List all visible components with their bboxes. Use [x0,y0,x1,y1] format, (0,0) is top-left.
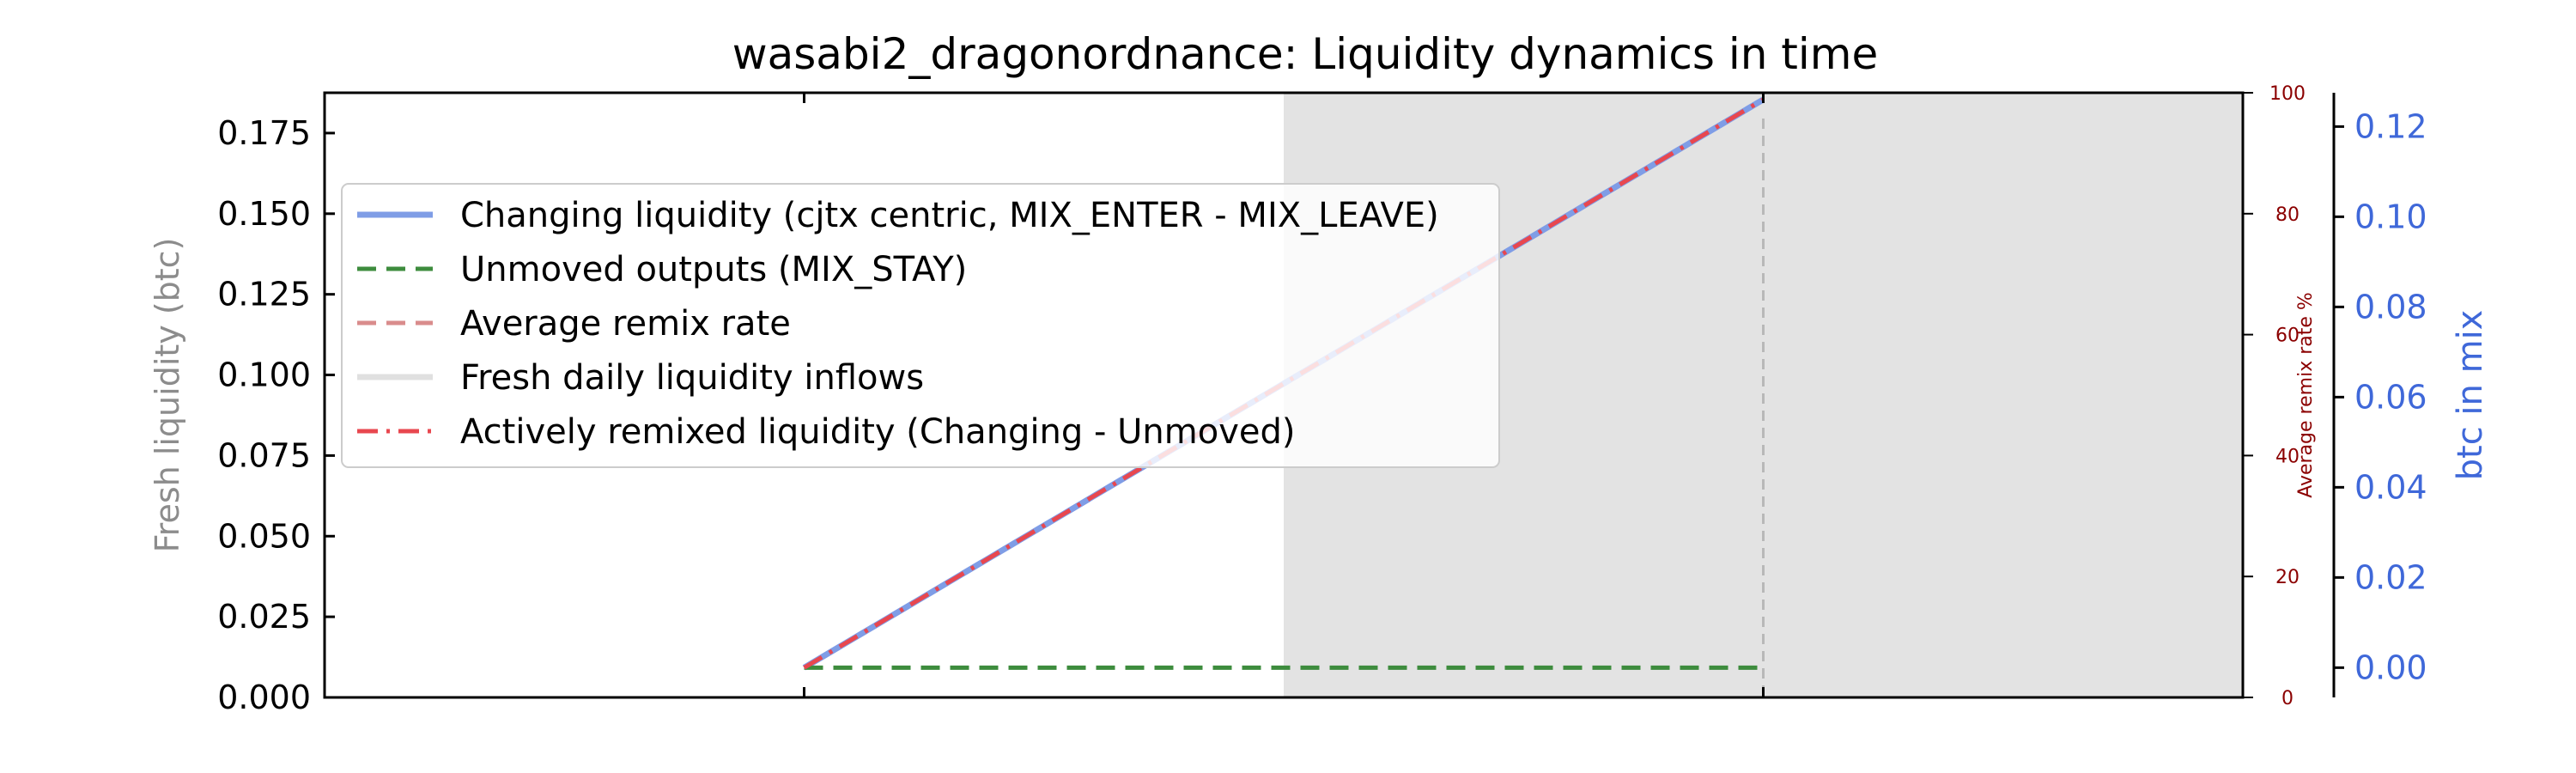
left-tick-label-7: 0.175 [217,114,311,152]
left-tick-label-0: 0.000 [217,679,311,716]
left-tick-label-1: 0.025 [217,598,311,636]
btc-tick-label-2: 0.04 [2354,468,2427,506]
legend-label-4: Actively remixed liquidity (Changing - U… [460,412,1296,452]
remix-tick-label-1: 20 [2275,567,2300,588]
remix-tick-label-0: 0 [2281,688,2293,709]
remix-tick-label-2: 40 [2275,446,2300,467]
left-tick-label-3: 0.075 [217,436,311,474]
remix-tick-label-5: 100 [2269,83,2306,105]
y-axis-label-remix-rate: Average remix rate % [2295,292,2317,498]
btc-tick-label-4: 0.08 [2354,288,2427,326]
remix-rate-axis: 0 20 40 60 80 100 [2243,83,2306,709]
remix-tick-label-4: 80 [2275,204,2300,226]
y-axis-label-btc-in-mix: btc in mix [2451,310,2490,481]
btc-tick-label-6: 0.12 [2354,107,2427,145]
left-tick-label-2: 0.050 [217,517,311,555]
legend: Changing liquidity (cjtx centric, MIX_EN… [341,183,1500,468]
legend-label-3: Fresh daily liquidity inflows [460,358,924,398]
legend-label-2: Average remix rate [460,304,791,344]
left-axis: 0.000 0.025 0.050 0.075 0.100 0.125 0.150 0.175 [217,114,335,716]
chart-title: wasabi2_dragonordnance: Liquidity dynami… [732,29,1879,79]
btc-tick-label-3: 0.06 [2354,378,2427,416]
left-tick-label-6: 0.150 [217,195,311,233]
legend-label-0: Changing liquidity (cjtx centric, MIX_EN… [460,196,1439,235]
x-axis-ticks [803,93,1765,697]
legend-label-1: Unmoved outputs (MIX_STAY) [460,250,967,289]
btc-tick-label-1: 0.02 [2354,558,2427,596]
remix-tick-label-3: 60 [2275,326,2300,347]
left-tick-label-5: 0.125 [217,276,311,313]
btc-tick-label-5: 0.10 [2354,198,2427,235]
btc-tick-label-0: 0.00 [2354,648,2427,686]
plot-frame [323,91,2245,699]
y-axis-label-left: Fresh liquidity (btc) [149,238,186,553]
legend-box [341,183,1500,468]
left-tick-label-4: 0.100 [217,356,311,394]
btc-in-mix-axis: 0.00 0.02 0.04 0.06 0.08 0.10 0.12 [2332,93,2427,697]
